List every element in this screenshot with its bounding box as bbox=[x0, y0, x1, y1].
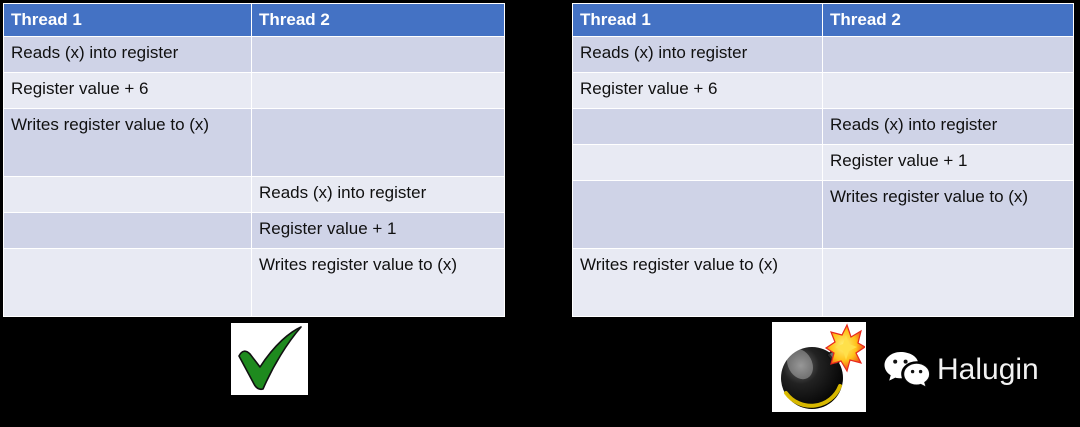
cell-thread1 bbox=[572, 108, 823, 145]
cell-thread2 bbox=[822, 248, 1074, 317]
cell-thread1: Register value + 6 bbox=[3, 72, 252, 109]
cell-thread1 bbox=[572, 144, 823, 181]
brand-name: Halugin bbox=[937, 353, 1039, 386]
column-header-thread2: Thread 2 bbox=[822, 3, 1074, 37]
cell-thread2 bbox=[251, 36, 505, 73]
cell-thread2: Writes register value to (x) bbox=[251, 248, 505, 317]
table-header-row: Thread 1 Thread 2 bbox=[572, 3, 1074, 37]
table-row: Reads (x) into register bbox=[3, 36, 505, 73]
cell-thread1: Register value + 6 bbox=[572, 72, 823, 109]
wechat-brand: Halugin bbox=[884, 346, 1039, 394]
table-row: Reads (x) into register bbox=[572, 36, 1074, 73]
cell-thread1 bbox=[3, 176, 252, 213]
table-row: Register value + 6 bbox=[3, 72, 505, 109]
green-check-icon bbox=[237, 326, 302, 391]
correct-verdict-card bbox=[231, 323, 308, 395]
cell-thread2: Reads (x) into register bbox=[822, 108, 1074, 145]
table-row: Reads (x) into register bbox=[572, 108, 1074, 145]
table-header-row: Thread 1 Thread 2 bbox=[3, 3, 505, 37]
race-condition-table: Thread 1 Thread 2 Reads (x) into registe… bbox=[572, 3, 1074, 317]
table-row: Writes register value to (x) bbox=[3, 108, 505, 177]
table-row: Writes register value to (x) bbox=[572, 248, 1074, 317]
correct-interleaving-table: Thread 1 Thread 2 Reads (x) into registe… bbox=[3, 3, 505, 317]
cell-thread2 bbox=[251, 72, 505, 109]
table-row: Register value + 1 bbox=[3, 212, 505, 249]
cell-thread1: Writes register value to (x) bbox=[572, 248, 823, 317]
table-row: Register value + 6 bbox=[572, 72, 1074, 109]
table-row: Writes register value to (x) bbox=[3, 248, 505, 317]
column-header-thread1: Thread 1 bbox=[572, 3, 823, 37]
cell-thread2: Writes register value to (x) bbox=[822, 180, 1074, 249]
cell-thread1 bbox=[3, 212, 252, 249]
table-row: Writes register value to (x) bbox=[572, 180, 1074, 249]
race-verdict-card bbox=[772, 322, 866, 412]
column-header-thread1: Thread 1 bbox=[3, 3, 252, 37]
table-row: Reads (x) into register bbox=[3, 176, 505, 213]
wechat-icon bbox=[884, 352, 930, 388]
cell-thread1: Reads (x) into register bbox=[3, 36, 252, 73]
cell-thread1: Writes register value to (x) bbox=[3, 108, 252, 177]
column-header-thread2: Thread 2 bbox=[251, 3, 505, 37]
cell-thread2: Register value + 1 bbox=[251, 212, 505, 249]
cell-thread1 bbox=[3, 248, 252, 317]
cell-thread1 bbox=[572, 180, 823, 249]
bomb-explosion-icon bbox=[781, 323, 865, 409]
cell-thread2: Reads (x) into register bbox=[251, 176, 505, 213]
cell-thread2 bbox=[251, 108, 505, 177]
cell-thread2 bbox=[822, 36, 1074, 73]
cell-thread2 bbox=[822, 72, 1074, 109]
cell-thread2: Register value + 1 bbox=[822, 144, 1074, 181]
table-row: Register value + 1 bbox=[572, 144, 1074, 181]
cell-thread1: Reads (x) into register bbox=[572, 36, 823, 73]
